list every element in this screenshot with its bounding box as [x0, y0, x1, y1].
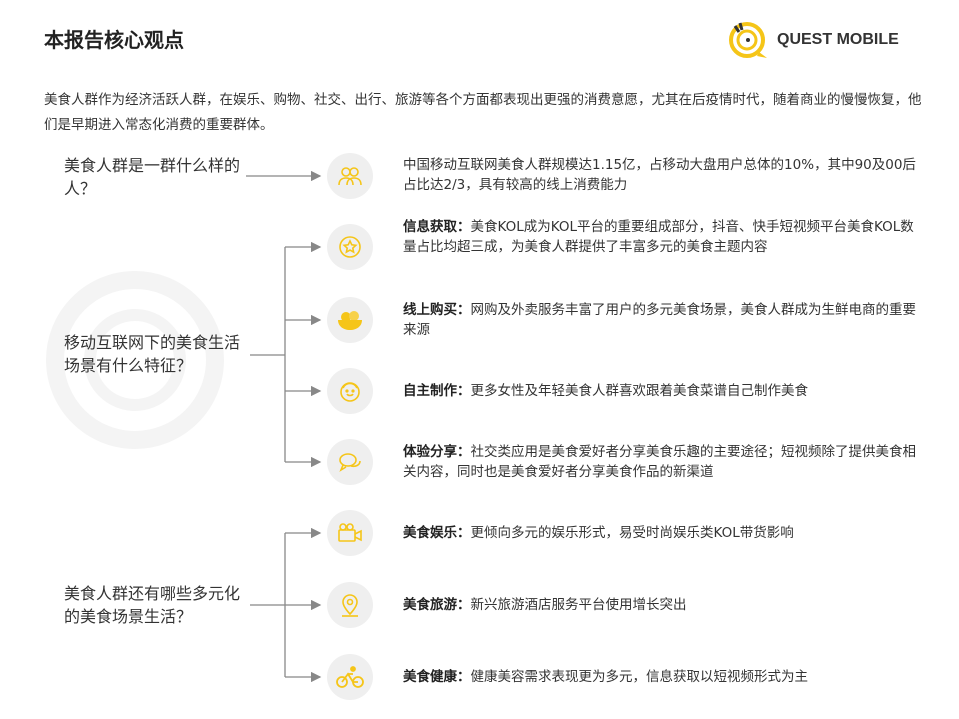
point-purchase: 线上购买：网购及外卖服务丰富了用户的多元美食场景，美食人群成为生鲜电商的重要来源 [403, 300, 923, 340]
bicycle-icon [327, 654, 373, 700]
point-scale: 中国移动互联网美食人群规模达1.15亿，占移动大盘用户总体的10%，其中90及0… [403, 155, 923, 195]
point-travel: 美食旅游：新兴旅游酒店服务平台使用增长突出 [403, 595, 923, 615]
point-text: 更多女性及年轻美食人群喜欢跟着美食菜谱自己制作美食 [470, 383, 809, 399]
point-cook: 自主制作：更多女性及年轻美食人群喜欢跟着美食菜谱自己制作美食 [403, 381, 923, 401]
point-text: 网购及外卖服务丰富了用户的多元美食场景，美食人群成为生鲜电商的重要来源 [403, 302, 916, 338]
location-icon [327, 582, 373, 628]
point-share: 体验分享：社交类应用是美食爱好者分享美食乐趣的主要途径；短视频除了提供美食相关内… [403, 442, 923, 482]
chef-icon [327, 368, 373, 414]
point-text: 新兴旅游酒店服务平台使用增长突出 [470, 597, 687, 613]
point-text: 健康美容需求表现更为多元，信息获取以短视频形式为主 [470, 669, 809, 685]
point-text: 社交类应用是美食爱好者分享美食乐趣的主要途径；短视频除了提供美食相关内容，同时也… [403, 444, 916, 480]
page-title: 本报告核心观点 [44, 28, 184, 52]
fruit-bowl-icon [327, 297, 373, 343]
logo: QUEST MOBILE [727, 18, 899, 62]
point-info: 信息获取：美食KOL成为KOL平台的重要组成部分，抖音、快手短视频平台美食KOL… [403, 217, 923, 257]
people-icon [327, 153, 373, 199]
point-text: 更倾向多元的娱乐形式，易受时尚娱乐类KOL带货影响 [470, 525, 794, 541]
point-label: 自主制作： [403, 383, 471, 399]
question-diverse: 美食人群还有哪些多元化的美食场景生活？ [64, 584, 241, 626]
point-label: 线上购买： [403, 302, 471, 318]
video-camera-icon [327, 510, 373, 556]
point-health: 美食健康：健康美容需求表现更为多元，信息获取以短视频形式为主 [403, 667, 923, 687]
quest-mobile-logo-icon [729, 22, 767, 58]
question-scenarios: 移动互联网下的美食生活场景有什么特征？ [64, 333, 241, 375]
watermark-logo [46, 271, 224, 449]
point-text: 中国移动互联网美食人群规模达1.15亿，占移动大盘用户总体的10%，其中90及0… [403, 157, 916, 193]
star-icon [327, 224, 373, 270]
point-label: 美食娱乐： [403, 525, 471, 541]
point-entertainment: 美食娱乐：更倾向多元的娱乐形式，易受时尚娱乐类KOL带货影响 [403, 523, 923, 543]
point-label: 美食旅游： [403, 597, 471, 613]
logo-text: QUEST MOBILE [777, 31, 899, 48]
point-label: 信息获取： [403, 219, 471, 235]
point-text: 美食KOL成为KOL平台的重要组成部分，抖音、快手短视频平台美食KOL数量占比均… [403, 219, 914, 255]
intro-paragraph: 美食人群作为经济活跃人群，在娱乐、购物、社交、出行、旅游等各个方面都表现出更强的… [44, 92, 922, 133]
point-label: 体验分享： [403, 444, 471, 460]
chat-icon [327, 439, 373, 485]
question-who: 美食人群是一群什么样的人？ [64, 156, 241, 198]
point-label: 美食健康： [403, 669, 471, 685]
